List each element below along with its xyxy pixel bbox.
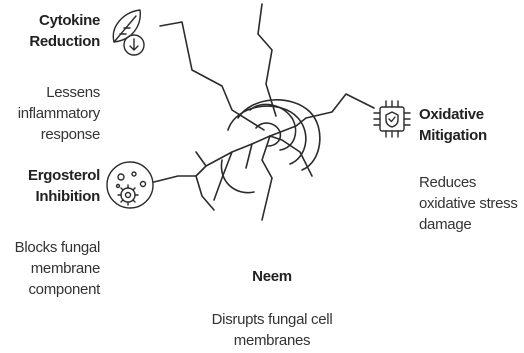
ergosterol-desc-line-3: component xyxy=(0,279,100,300)
neem-description: Disrupts fungal cell membranes xyxy=(192,309,352,351)
neem-desc-line-1: Disrupts fungal cell xyxy=(192,309,352,330)
ergosterol-title-line-2: Inhibition xyxy=(0,186,100,207)
chip-shield-icon xyxy=(374,101,410,137)
crack-bottom xyxy=(262,136,272,220)
oxidative-desc-line-3: damage xyxy=(419,214,523,235)
neem-title-line-1: Neem xyxy=(222,266,322,287)
oxidative-mitigation-description: Reduces oxidative stress damage xyxy=(419,172,523,235)
oxidative-title-line-2: Mitigation xyxy=(419,125,519,146)
ergosterol-desc-line-1: Blocks fungal xyxy=(0,237,100,258)
cytokine-reduction-title: Cytokine Reduction xyxy=(4,10,100,52)
crack-mid-left xyxy=(154,136,270,182)
crack-small-1 xyxy=(196,152,206,166)
crack-bottom-left xyxy=(214,152,232,200)
neem-desc-line-2: membranes xyxy=(192,330,352,351)
ergosterol-inhibition-description: Blocks fungal membrane component xyxy=(0,237,100,300)
cell-gear-icon xyxy=(107,162,153,208)
oxidative-desc-line-1: Reduces xyxy=(419,172,523,193)
neem-title: Neem xyxy=(222,266,322,287)
oxidative-title-line-1: Oxidative xyxy=(419,104,519,125)
ergosterol-desc-line-2: membrane xyxy=(0,258,100,279)
crack-left-branch xyxy=(196,176,214,210)
leaf-down-arrow-icon xyxy=(113,10,144,55)
oxidative-desc-line-2: oxidative stress xyxy=(419,193,523,214)
cytokine-desc-line-3: response xyxy=(0,124,100,145)
ergosterol-inhibition-title: Ergosterol Inhibition xyxy=(0,165,100,207)
ergosterol-title-line-1: Ergosterol xyxy=(0,165,100,186)
cytokine-reduction-description: Lessens inflammatory response xyxy=(0,82,100,145)
crack-top-left xyxy=(160,22,264,130)
oxidative-mitigation-title: Oxidative Mitigation xyxy=(419,104,519,146)
cytokine-desc-line-1: Lessens xyxy=(0,82,100,103)
cytokine-title-line-2: Reduction xyxy=(4,31,100,52)
cytokine-title-line-1: Cytokine xyxy=(4,10,100,31)
cytokine-desc-line-2: inflammatory xyxy=(0,103,100,124)
crack-small-2 xyxy=(246,144,252,168)
